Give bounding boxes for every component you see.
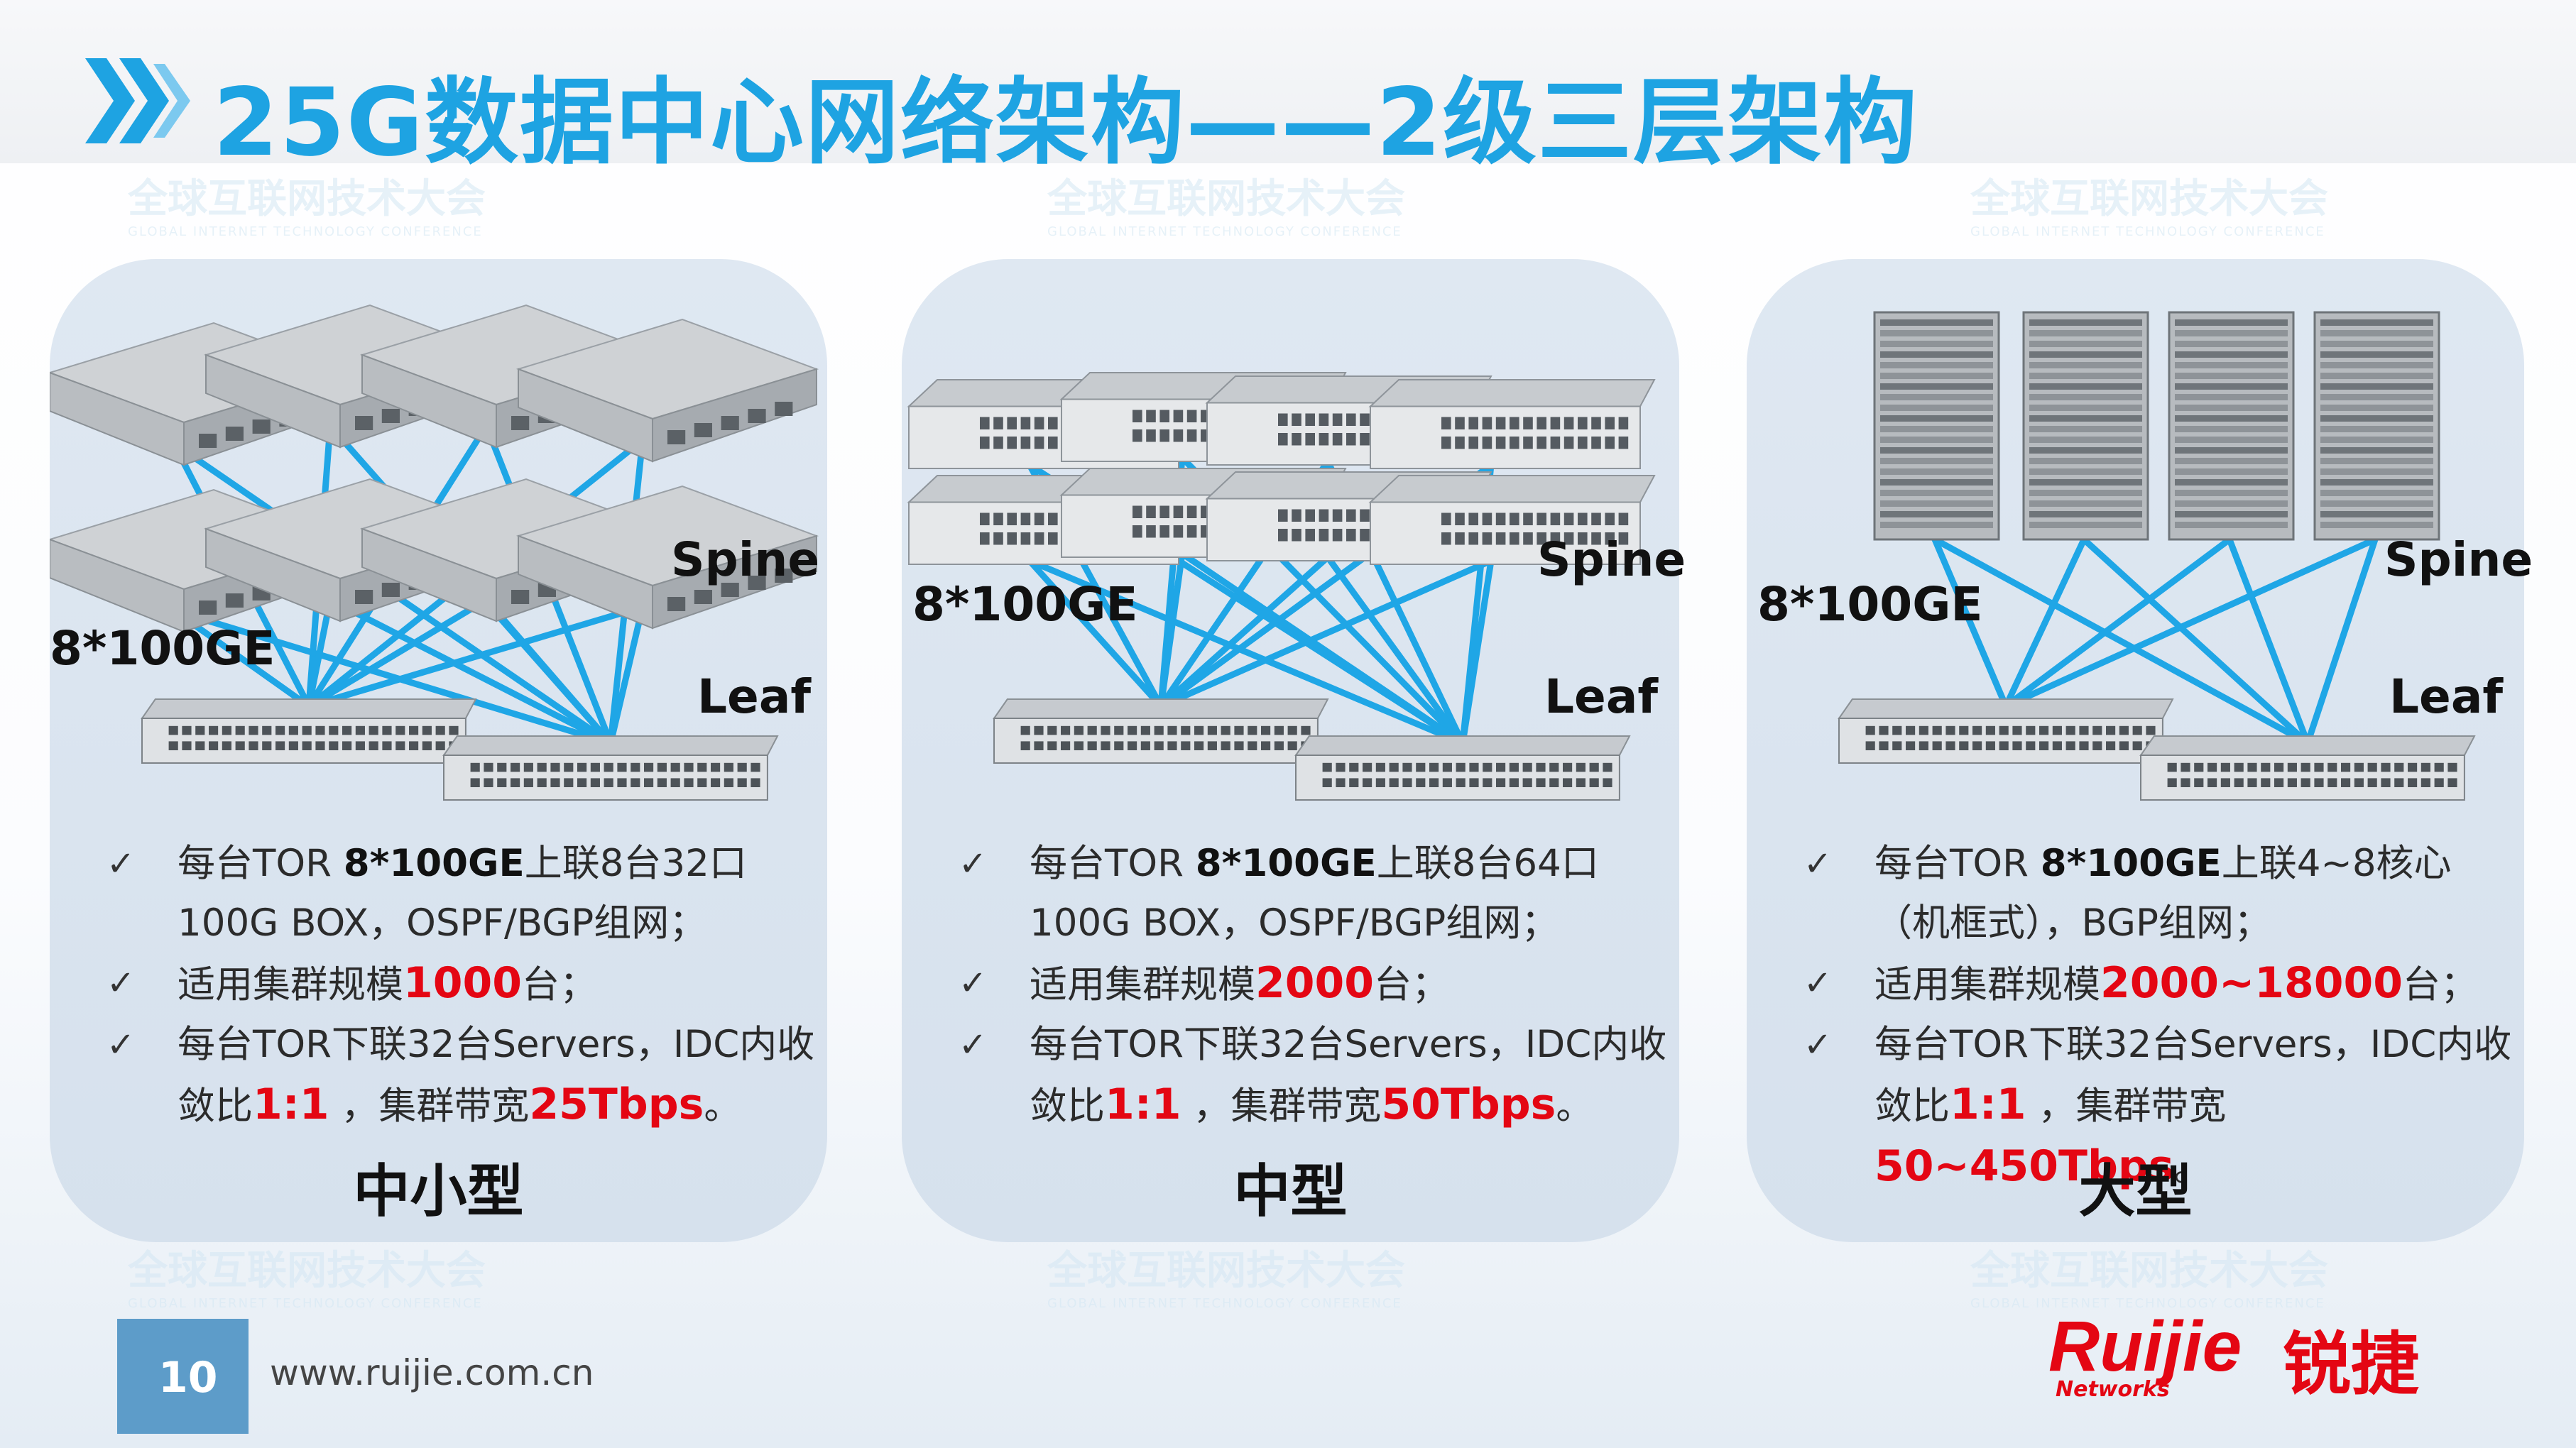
uplink-line [305, 596, 490, 710]
leaf-label: Leaf [2389, 669, 2504, 724]
spine-chassis [1873, 311, 2000, 541]
ruijie-logo: Ruijie 锐捷 Networks [2048, 1307, 2419, 1404]
bullet-item: ✓适用集群规模2000台； [959, 953, 1669, 1015]
spine-label: Spine [1537, 532, 1686, 587]
leaf-switch [1838, 698, 2174, 764]
uplink-label: 8*100GE [1757, 577, 1983, 632]
bullet-list: ✓每台TOR 8*100GE上联8台64口100G BOX，OSPF/BGP组网… [959, 834, 1669, 1136]
bullet-item: ✓适用集群规模1000台； [107, 953, 817, 1015]
uplink-line [483, 596, 614, 747]
card-title: 大型 [2078, 1158, 2193, 1224]
check-icon: ✓ [107, 1025, 136, 1065]
leaf-label: Leaf [697, 669, 812, 724]
bullet-item: ✓每台TOR 8*100GE上联8台32口100G BOX，OSPF/BGP组网… [107, 834, 817, 953]
bullet-list: ✓每台TOR 8*100GE上联8台32口100G BOX，OSPF/BGP组网… [107, 834, 817, 1136]
check-icon: ✓ [107, 963, 136, 1003]
network-diagram [50, 304, 819, 801]
uplink-line [327, 596, 614, 747]
footer-url: www.ruijie.com.cn [270, 1352, 594, 1393]
page-number-box: 10 [117, 1319, 249, 1434]
spine-switch [1368, 475, 1656, 565]
spine-switch [515, 318, 819, 463]
spine-label: Spine [2384, 532, 2533, 587]
card-medium: Spine 8*100GE Leaf ✓每台TOR 8*100GE上联8台64口… [902, 259, 1686, 1242]
uplink-line [1157, 550, 1186, 710]
card-small-medium: Spine 8*100GE Leaf ✓每台TOR 8*100GE上联8台32口… [50, 259, 827, 1242]
bullet-item: ✓适用集群规模2000~18000台； [1803, 953, 2514, 1015]
uplink-line [1179, 550, 1466, 747]
uplink-line [305, 603, 646, 710]
spine-chassis [2313, 311, 2440, 541]
uplink-label: 8*100GE [50, 621, 275, 676]
bullet-list: ✓每台TOR 8*100GE上联4~8核心（机框式），BGP组网； ✓适用集群规… [1803, 834, 2514, 1198]
leaf-switch [1294, 735, 1631, 801]
leaf-switch [442, 735, 779, 801]
check-icon: ✓ [107, 844, 136, 884]
uplink-line [1157, 554, 1331, 710]
title-bar [0, 0, 2576, 163]
bullet-item: ✓每台TOR 8*100GE上联4~8核心（机框式），BGP组网； [1803, 834, 2514, 953]
spine-label: Spine [671, 532, 820, 587]
leaf-label: Leaf [1544, 669, 1659, 724]
page-title: 25G数据中心网络架构——2级三层架构 [213, 68, 1919, 177]
uplink-line [170, 607, 614, 747]
check-icon: ✓ [1803, 844, 1833, 884]
card-title: 中型 [1233, 1158, 1348, 1224]
uplink-line [607, 603, 646, 747]
uplink-line [2080, 536, 2311, 747]
bullet-item: ✓每台TOR下联32台Servers，IDC内收敛比1:1 ，集群带宽50Tbp… [959, 1015, 1669, 1136]
uplink-line [1459, 557, 1495, 747]
card-title: 中小型 [353, 1158, 524, 1224]
check-icon: ✓ [1803, 1025, 1833, 1065]
uplink-line [1026, 557, 1164, 710]
uplink-line [1324, 554, 1466, 747]
check-icon: ✓ [959, 1025, 988, 1065]
spine-switch [515, 485, 819, 630]
uplink-line [2304, 536, 2379, 747]
spine-chassis [2168, 311, 2295, 541]
check-icon: ✓ [959, 844, 988, 884]
network-diagram [1838, 311, 2476, 801]
leaf-switch [141, 698, 477, 764]
uplink-line [305, 596, 334, 710]
uplink-line [1157, 557, 1495, 710]
check-icon: ✓ [1803, 963, 1833, 1003]
bullet-item: ✓每台TOR下联32台Servers，IDC内收敛比1:1 ，集群带宽50~45… [1803, 1015, 2514, 1198]
spine-switch [1368, 379, 1656, 469]
uplink-line [1931, 536, 2311, 747]
leaf-switch [2139, 735, 2476, 801]
page-number: 10 [158, 1353, 218, 1403]
double-chevron-icon [85, 58, 190, 143]
leaf-switch [993, 698, 1329, 764]
spine-chassis [2022, 311, 2149, 541]
uplink-label: 8*100GE [912, 577, 1138, 632]
card-large: Spine 8*100GE Leaf ✓每台TOR 8*100GE上联4~8核心… [1747, 259, 2533, 1242]
network-diagram [907, 372, 1656, 801]
bullet-item: ✓每台TOR下联32台Servers，IDC内收敛比1:1 ，集群带宽25Tbp… [107, 1015, 817, 1136]
uplink-line [2002, 536, 2379, 710]
uplink-line [2002, 536, 2233, 710]
uplink-line [2002, 536, 2087, 710]
uplink-line [2226, 536, 2311, 747]
uplink-line [1931, 536, 2009, 710]
check-icon: ✓ [959, 963, 988, 1003]
bullet-item: ✓每台TOR 8*100GE上联8台64口100G BOX，OSPF/BGP组网… [959, 834, 1669, 953]
uplink-line [1026, 557, 1466, 747]
